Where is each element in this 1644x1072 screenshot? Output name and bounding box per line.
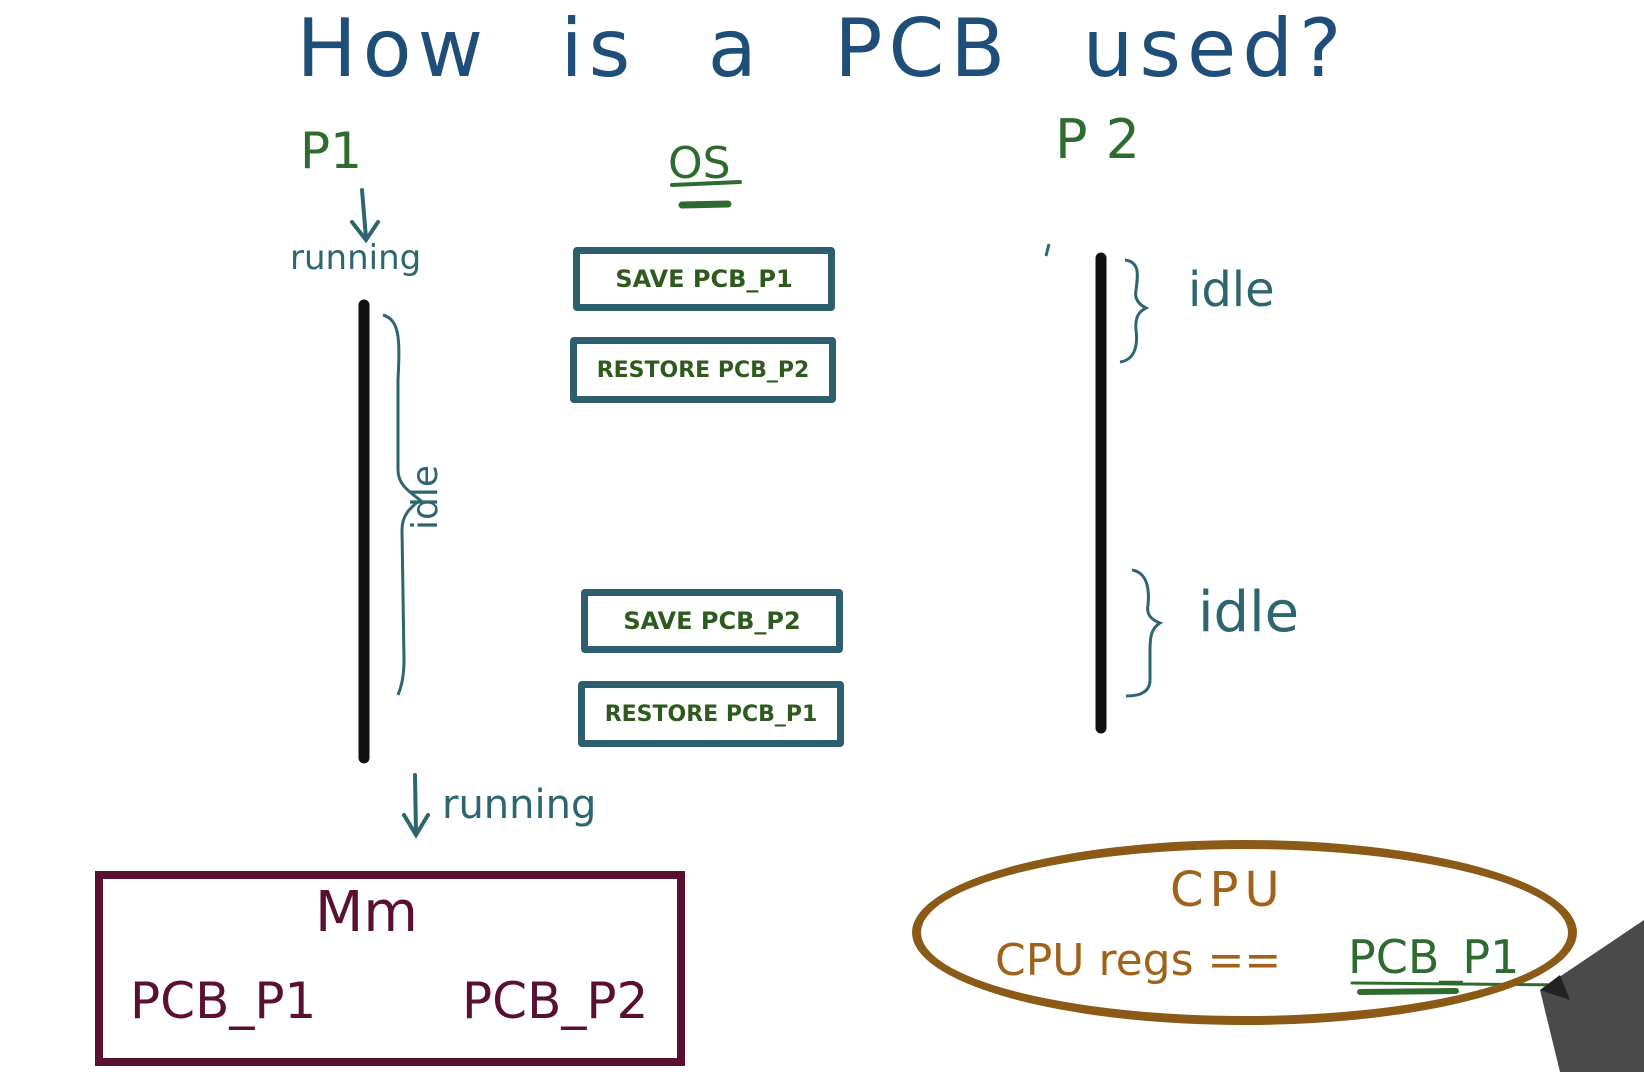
os-underline [670,180,742,209]
p1-idle-brace [382,313,423,696]
os-step-text: RESTORE PCB_P1 [604,701,818,727]
os-step-save-pcb-p2: SAVE PCB_P2 [581,589,843,653]
p1-label: P1 [300,122,362,180]
p1-running-top-label: running [290,238,422,278]
cpu-label: CPU [1170,862,1286,918]
p1-idle-label: idle [405,464,446,530]
p2-idle-brace-bottom [1125,568,1164,698]
memory-pcb-p2: PCB_P2 [462,972,649,1030]
p2-idle-bottom-label: idle [1198,580,1300,645]
memory-pcb-p1: PCB_P1 [130,972,317,1030]
os-step-text: RESTORE PCB_P2 [596,357,810,383]
stray-mark [1044,243,1051,257]
os-step-restore-pcb-p2: RESTORE PCB_P2 [570,337,836,403]
page-title: How is a PCB used? [296,2,1348,95]
memory-label: Mm [315,880,418,945]
cpu-regs-value: PCB_P1 [1348,930,1520,984]
p1-running-bottom-label: running [442,782,597,828]
os-step-restore-pcb-p1: RESTORE PCB_P1 [578,681,844,747]
p2-label: P2 [1055,108,1158,171]
cpu-regs-label: CPU regs == [995,935,1282,986]
p2-idle-brace-top [1119,258,1150,364]
os-step-save-pcb-p1: SAVE PCB_P1 [573,247,835,311]
p2-idle-top-label: idle [1188,262,1275,318]
memory-box [95,871,685,1066]
p1-down-arrow [350,188,380,244]
pen-icon [1540,920,1644,1072]
os-step-text: SAVE PCB_P1 [615,265,793,293]
os-label: OS [668,138,731,189]
cpu-ellipse [912,840,1577,1025]
os-step-text: SAVE PCB_P2 [623,607,801,635]
p1-running-arrow [402,773,430,839]
